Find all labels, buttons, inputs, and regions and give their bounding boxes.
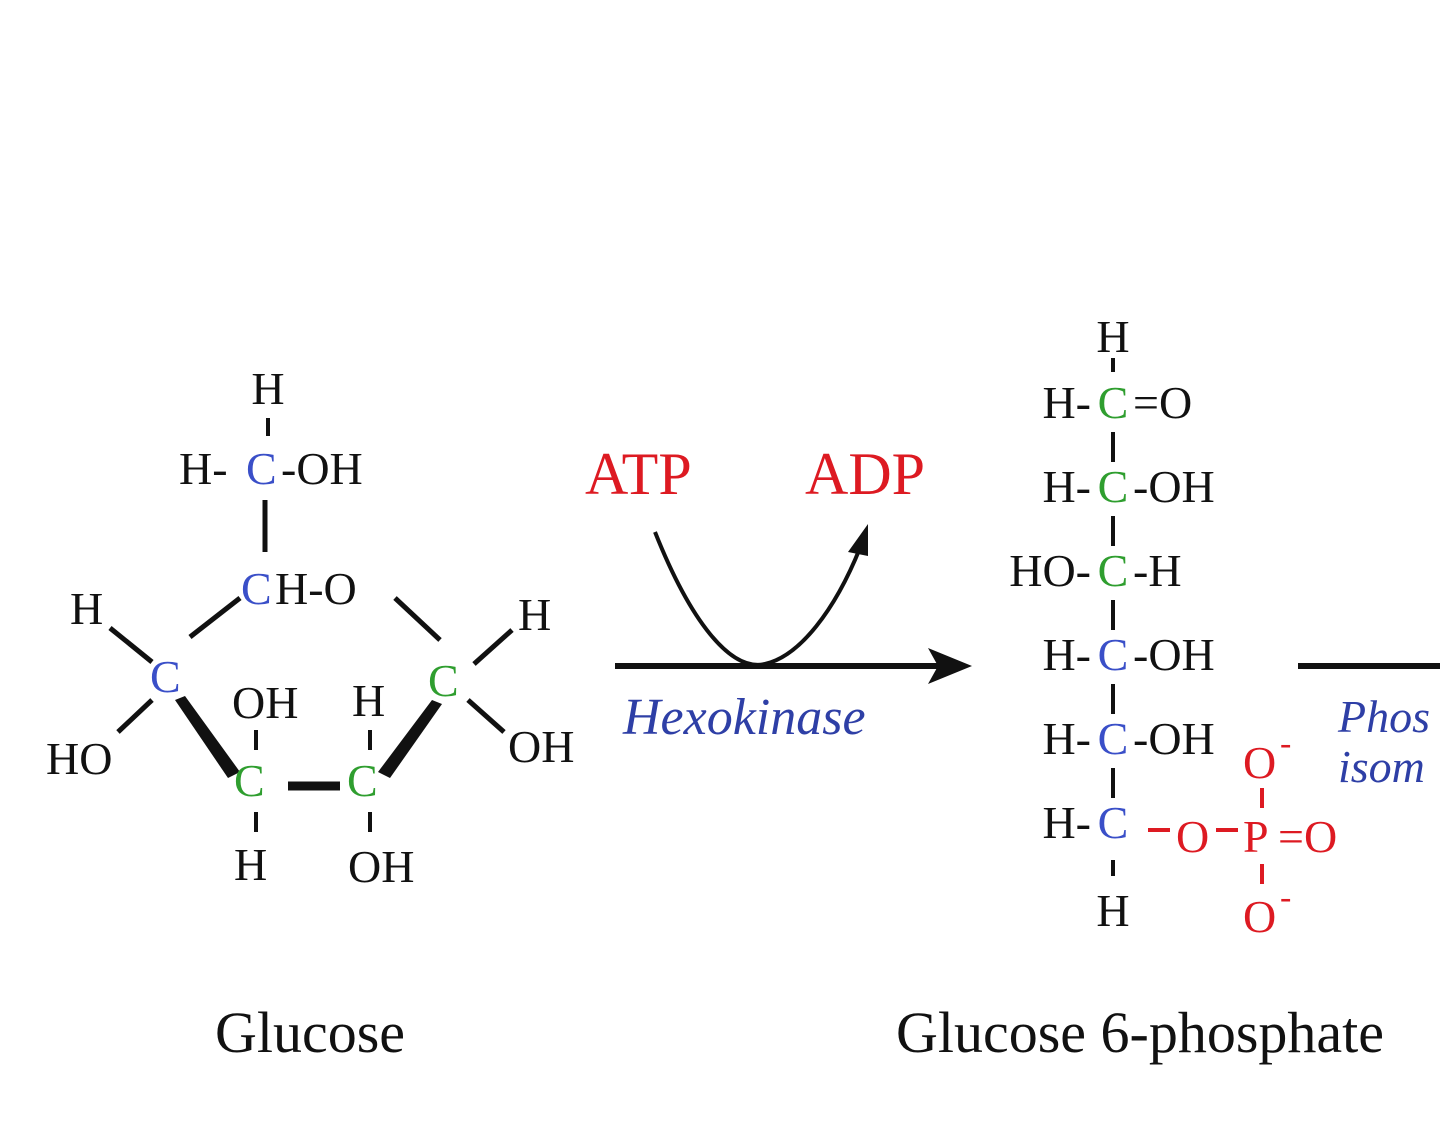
g6p-row-2-left: H- bbox=[1042, 461, 1091, 512]
g6p-carbon-6: C bbox=[1098, 797, 1129, 848]
glucose-c3-h: H bbox=[234, 839, 267, 890]
g6p-row-5-left: H- bbox=[1042, 713, 1091, 764]
glucose-c4-h-bond bbox=[108, 626, 154, 664]
glucose-c6-carbon: C bbox=[246, 443, 277, 494]
g6p-row-1-right: =O bbox=[1133, 377, 1192, 428]
glucose-c4-ho: HO bbox=[46, 733, 112, 784]
isomerase-label-line1: Phos bbox=[1337, 691, 1430, 742]
g6p-carbon-4: C bbox=[1098, 629, 1129, 680]
g6p-row-3-left: HO- bbox=[1009, 545, 1091, 596]
g6p-bottom-h: H bbox=[1096, 885, 1129, 936]
glucose-c5-carbon: C bbox=[241, 563, 272, 614]
glucose-c6-h-top: H bbox=[251, 363, 284, 414]
glucose-ring-bond-c5-c4 bbox=[188, 596, 242, 639]
glucose-wedge-c4-c3 bbox=[175, 696, 240, 778]
atp-label: ATP bbox=[585, 441, 692, 507]
phosphate-bottom-charge: - bbox=[1280, 879, 1291, 916]
glucose-c6-oh: -OH bbox=[281, 443, 363, 494]
g6p-row-1-left: H- bbox=[1042, 377, 1091, 428]
glucose-c1-oh: OH bbox=[508, 721, 574, 772]
glucose-c2-oh: OH bbox=[348, 841, 414, 892]
g6p-carbon-3: C bbox=[1098, 545, 1129, 596]
phosphorus: P bbox=[1243, 811, 1269, 862]
glucose-label: Glucose bbox=[215, 1000, 405, 1065]
glucose-c2-h: H bbox=[352, 675, 385, 726]
glucose-c4-ho-bond bbox=[116, 698, 154, 734]
g6p-carbon-5: C bbox=[1098, 713, 1129, 764]
isomerase-reaction: Phos isom bbox=[1298, 663, 1440, 792]
g6p-top-h: H bbox=[1096, 311, 1129, 362]
g6p-row-6-left: H- bbox=[1042, 797, 1091, 848]
glucose-ring-bond-o-c1 bbox=[393, 596, 442, 642]
g6p-row-5-right: -OH bbox=[1133, 713, 1215, 764]
glucose-ring-oxygen: H-O bbox=[275, 563, 357, 614]
glucose-c3-carbon: C bbox=[234, 755, 265, 806]
adp-label: ADP bbox=[805, 441, 925, 507]
glucose-c1-h: H bbox=[518, 589, 551, 640]
g6p-row-4-left: H- bbox=[1042, 629, 1091, 680]
isomerase-label-line2: isom bbox=[1338, 741, 1425, 792]
glucose-c2-carbon: C bbox=[347, 755, 378, 806]
glucose-c1-carbon: C bbox=[428, 655, 459, 706]
glucose-c6-h-left: H- bbox=[179, 443, 228, 494]
glucose-structure: H H- C -OH C H-O H C HO H C OH OH C H bbox=[46, 363, 574, 892]
g6p-carbon-1: C bbox=[1098, 377, 1129, 428]
g6p-label: Glucose 6-phosphate bbox=[896, 1000, 1384, 1065]
phosphate-top-oxygen: O bbox=[1243, 737, 1276, 788]
phosphate-bridge-oxygen: O bbox=[1176, 811, 1209, 862]
hexokinase-label: Hexokinase bbox=[622, 689, 866, 746]
phosphate-top-charge: - bbox=[1280, 725, 1291, 762]
phosphate-double-oxygen: =O bbox=[1278, 811, 1337, 862]
phosphate-bottom-oxygen: O bbox=[1243, 891, 1276, 942]
g6p-carbon-2: C bbox=[1098, 461, 1129, 512]
g6p-row-2-right: -OH bbox=[1133, 461, 1215, 512]
adp-arrowhead bbox=[848, 524, 868, 556]
atp-adp-curve bbox=[653, 531, 862, 667]
reaction-arrowhead bbox=[928, 648, 972, 684]
g6p-row-3-right: -H bbox=[1133, 545, 1182, 596]
glucose-c4-h: H bbox=[70, 583, 103, 634]
glucose-c3-oh: OH bbox=[232, 677, 298, 728]
glucose-wedge-c1-c2 bbox=[378, 700, 442, 778]
hexokinase-reaction: ATP ADP Hexokinase bbox=[585, 441, 972, 746]
glucose-c1-oh-bond bbox=[466, 698, 506, 734]
glucose-c1-h-bond bbox=[472, 628, 514, 666]
glucose-c4-carbon: C bbox=[150, 651, 181, 702]
g6p-row-4-right: -OH bbox=[1133, 629, 1215, 680]
